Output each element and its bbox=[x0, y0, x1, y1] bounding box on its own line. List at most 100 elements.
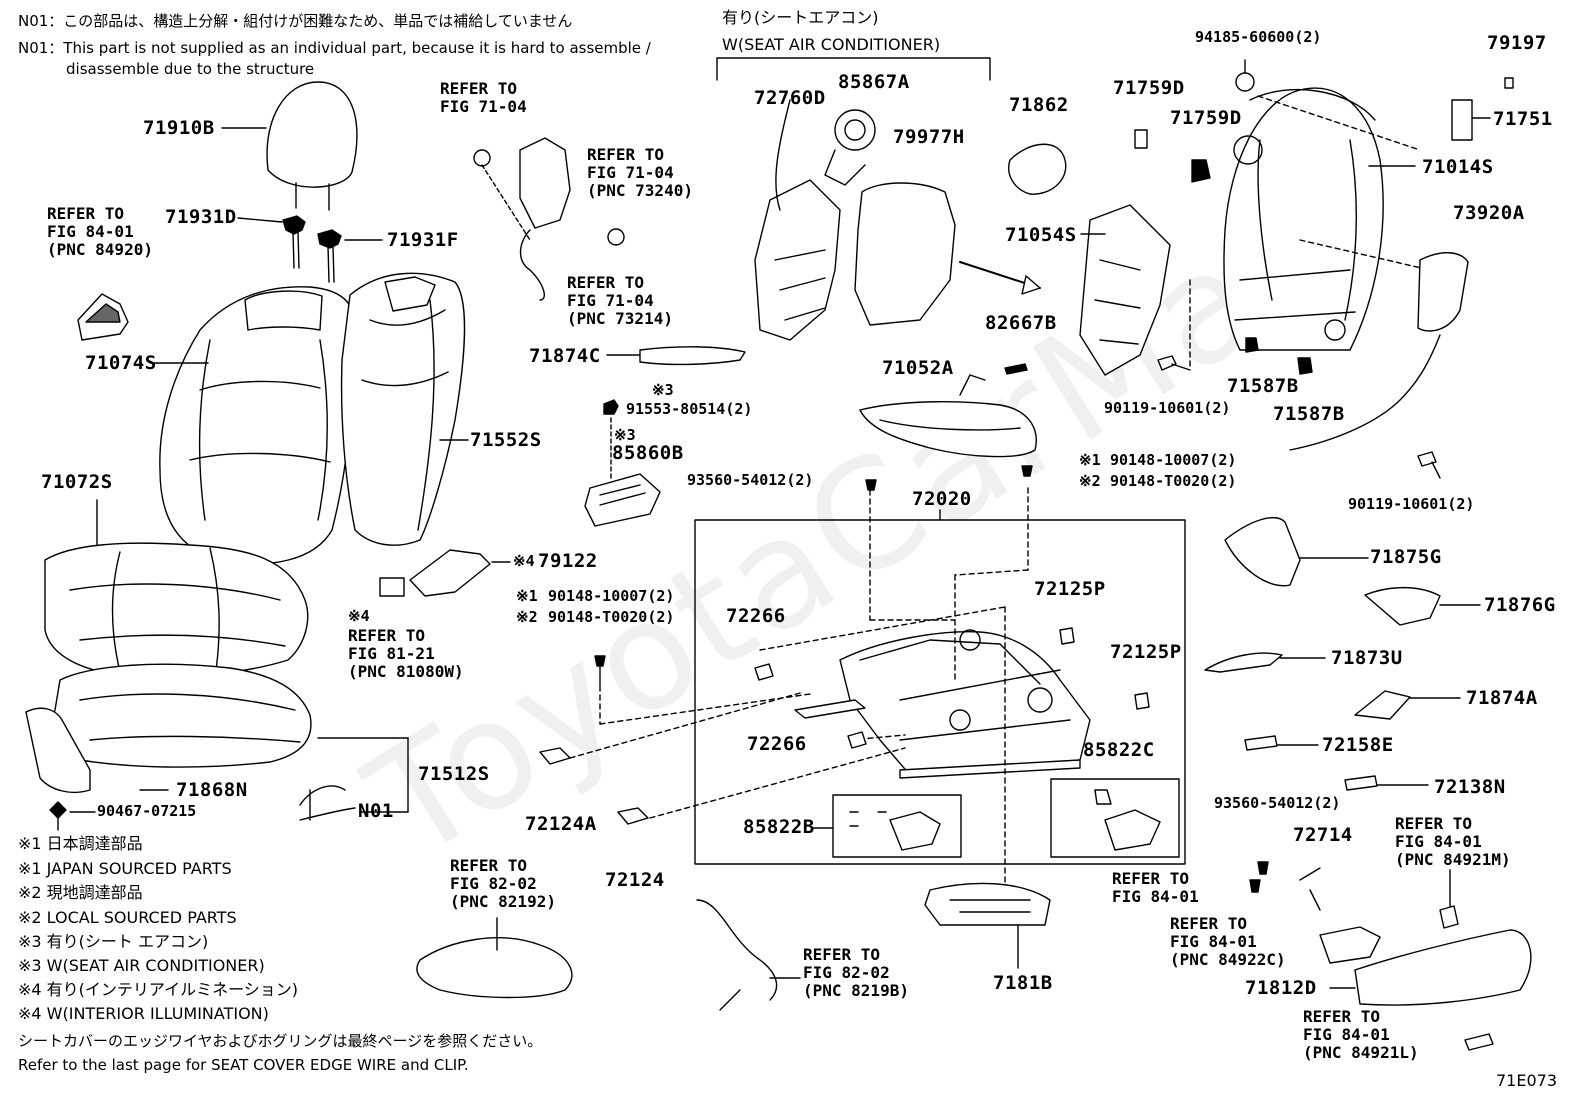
part-72124: 72124 bbox=[605, 869, 665, 891]
part-71072S: 71072S bbox=[41, 471, 113, 493]
part-71074S: 71074S bbox=[85, 352, 157, 374]
part-71512S: 71512S bbox=[418, 763, 490, 785]
part-72125P-b: 72125P bbox=[1110, 641, 1182, 663]
part-85860B: 85860B bbox=[612, 442, 684, 464]
legend-3-en: ※3 W(SEAT AIR CONDITIONER) bbox=[18, 956, 265, 975]
part-93560-54012-b: 93560-54012(2) bbox=[1214, 794, 1341, 812]
part-90119-10601-b: 90119-10601(2) bbox=[1348, 495, 1475, 513]
legend-1-en: ※1 JAPAN SOURCED PARTS bbox=[18, 859, 232, 878]
note-n01-jp: N01：この部品は、構造上分解・組付けが困難なため、単品では補給していません bbox=[18, 12, 573, 30]
option-header-jp: 有り(シートエアコン) bbox=[722, 8, 879, 27]
ref-fig84-01-84922C: REFER TO FIG 84-01 (PNC 84922C) bbox=[1170, 914, 1286, 969]
mark-4b: ※4 bbox=[348, 607, 370, 625]
legend-3-jp: ※3 有り(シート エアコン) bbox=[18, 932, 209, 951]
mark-3b: ※3 bbox=[614, 426, 636, 444]
part-71873U: 71873U bbox=[1331, 647, 1403, 669]
part-71812D: 71812D bbox=[1245, 977, 1317, 999]
part-72760D: 72760D bbox=[754, 87, 826, 109]
part-71552S: 71552S bbox=[470, 429, 542, 451]
ref-fig81-21: REFER TO FIG 81-21 (PNC 81080W) bbox=[348, 626, 464, 681]
part-71587B-a: 71587B bbox=[1227, 375, 1299, 397]
part-85822B: 85822B bbox=[743, 816, 815, 838]
legend-4-en: ※4 W(INTERIOR ILLUMINATION) bbox=[18, 1004, 269, 1023]
part-90148-T0020-b: 90148-T0020(2) bbox=[1110, 472, 1237, 490]
ref-fig84-01-84921L: REFER TO FIG 84-01 (PNC 84921L) bbox=[1303, 1007, 1419, 1062]
part-94185-60600: 94185-60600(2) bbox=[1195, 28, 1322, 46]
part-79122: 79122 bbox=[538, 550, 598, 572]
legend-4-jp: ※4 有り(インテリアイルミネーション) bbox=[18, 980, 299, 999]
legend-2-jp: ※2 現地調達部品 bbox=[18, 883, 143, 902]
part-72266-a: 72266 bbox=[726, 605, 786, 627]
part-71759D-b: 71759D bbox=[1170, 107, 1242, 129]
seatback-cover-drawing bbox=[149, 286, 357, 565]
figure-code: 71E073 bbox=[1496, 1071, 1558, 1090]
mark-2a: ※2 bbox=[516, 608, 538, 626]
part-82667B: 82667B bbox=[985, 312, 1057, 334]
option-header-en: W(SEAT AIR CONDITIONER) bbox=[722, 35, 941, 54]
part-72714: 72714 bbox=[1293, 824, 1353, 846]
part-90148-10007-b: 90148-10007(2) bbox=[1110, 451, 1237, 469]
part-71931D: 71931D bbox=[165, 206, 237, 228]
part-71014S: 71014S bbox=[1422, 156, 1494, 178]
seatback-pad-drawing bbox=[340, 272, 469, 546]
part-73920A: 73920A bbox=[1453, 202, 1525, 224]
part-90148-10007-a: 90148-10007(2) bbox=[548, 587, 675, 605]
ref-fig71-04-73240: REFER TO FIG 71-04 (PNC 73240) bbox=[587, 145, 693, 200]
ref-fig71-04-73214: REFER TO FIG 71-04 (PNC 73214) bbox=[567, 273, 673, 328]
cushion-pad-drawing bbox=[25, 663, 409, 813]
part-71862: 71862 bbox=[1009, 94, 1069, 116]
part-90467-07215: 90467-07215 bbox=[97, 802, 197, 820]
footer-note-jp: シートカバーのエッジワイヤおよびホグリングは最終ページを参照ください。 bbox=[18, 1032, 543, 1050]
back-frame-drawing bbox=[1189, 87, 1431, 371]
part-85867A: 85867A bbox=[838, 71, 910, 93]
footer-note-en: Refer to the last page for SEAT COVER ED… bbox=[18, 1056, 469, 1074]
part-79197: 79197 bbox=[1487, 32, 1547, 54]
mark-2b: ※2 bbox=[1079, 472, 1101, 490]
mark-1a: ※1 bbox=[516, 587, 538, 605]
mark-3a: ※3 bbox=[652, 381, 674, 399]
part-71052A: 71052A bbox=[882, 357, 954, 379]
part-71874C: 71874C bbox=[529, 345, 601, 367]
harness-71052A-drawing bbox=[859, 363, 1037, 458]
part-85822C: 85822C bbox=[1083, 739, 1155, 761]
mark-1b: ※1 bbox=[1079, 451, 1101, 469]
part-91553-80514: 91553-80514(2) bbox=[626, 400, 753, 418]
part-72138N: 72138N bbox=[1434, 776, 1506, 798]
part-71587B-b: 71587B bbox=[1273, 403, 1345, 425]
mark-4a: ※4 bbox=[513, 552, 535, 570]
part-72124A: 72124A bbox=[525, 813, 597, 835]
part-7181B: 7181B bbox=[993, 972, 1053, 994]
part-72266-b: 72266 bbox=[747, 733, 807, 755]
ref-fig82-02-8219B: REFER TO FIG 82-02 (PNC 8219B) bbox=[803, 945, 909, 1000]
headrest-guides bbox=[237, 215, 383, 283]
ref-fig84-01: REFER TO FIG 84-01 bbox=[1112, 869, 1199, 906]
part-71759D-a: 71759D bbox=[1113, 77, 1185, 99]
headrest-drawing bbox=[221, 81, 358, 211]
part-72158E: 72158E bbox=[1322, 734, 1394, 756]
seat-air-conditioner-drawing bbox=[754, 99, 956, 341]
part-72020: 72020 bbox=[912, 488, 972, 510]
ref-fig82-02-82192: REFER TO FIG 82-02 (PNC 82192) bbox=[450, 856, 556, 911]
note-n01-en-2: disassemble due to the structure bbox=[66, 60, 315, 78]
part-71876G: 71876G bbox=[1484, 594, 1556, 616]
ref-fig84-01-84921M: REFER TO FIG 84-01 (PNC 84921M) bbox=[1395, 814, 1511, 869]
note-n01-en-1: N01：This part is not supplied as an indi… bbox=[18, 39, 651, 57]
part-79977H: 79977H bbox=[893, 126, 965, 148]
part-71751: 71751 bbox=[1493, 108, 1553, 130]
legend-2-en: ※2 LOCAL SOURCED PARTS bbox=[18, 908, 237, 927]
part-71910B: 71910B bbox=[143, 117, 215, 139]
ref-fig71-04: REFER TO FIG 71-04 bbox=[440, 79, 527, 116]
legend-1-jp: ※1 日本調達部品 bbox=[18, 834, 143, 853]
part-71931F: 71931F bbox=[387, 229, 459, 251]
part-72125P-a: 72125P bbox=[1034, 578, 1106, 600]
seat-track-drawing bbox=[794, 629, 1091, 779]
ref-fig84-01-84920: REFER TO FIG 84-01 (PNC 84920) bbox=[47, 204, 153, 259]
part-90148-T0020-a: 90148-T0020(2) bbox=[548, 608, 675, 626]
part-71868N: 71868N bbox=[176, 779, 248, 801]
part-N01: N01 bbox=[358, 800, 394, 822]
part-71874A: 71874A bbox=[1466, 687, 1538, 709]
part-71875G: 71875G bbox=[1370, 546, 1442, 568]
motor-85822C-box bbox=[1050, 778, 1180, 858]
